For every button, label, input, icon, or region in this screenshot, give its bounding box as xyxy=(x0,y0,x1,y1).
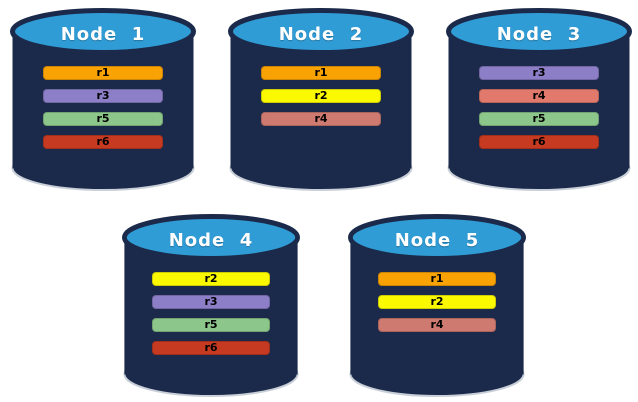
node-title: Node 4 xyxy=(168,230,254,251)
replica-bar: r2 xyxy=(261,89,381,103)
replica-label: r4 xyxy=(314,112,328,125)
cylinder-top xyxy=(348,214,526,261)
replica-label: r6 xyxy=(532,135,546,148)
replica-list: r3 r4 r5 r6 xyxy=(446,66,632,149)
node-title: Node 3 xyxy=(496,24,582,45)
replica-bar: r4 xyxy=(378,318,496,332)
replica-label: r5 xyxy=(204,318,218,331)
replica-list: r1 r2 r4 xyxy=(228,66,414,126)
cylinder-top xyxy=(228,8,414,55)
replica-bar: r5 xyxy=(152,318,270,332)
replica-bar: r6 xyxy=(152,341,270,355)
replica-bar: r3 xyxy=(152,295,270,309)
replica-bar: r5 xyxy=(43,112,163,126)
node-title: Node 2 xyxy=(278,24,364,45)
replica-label: r2 xyxy=(314,89,328,102)
replica-list: r2 r3 r5 r6 xyxy=(122,272,300,355)
replica-label: r6 xyxy=(96,135,110,148)
node-5: Node 5 r1 r2 r4 xyxy=(348,214,526,398)
node-1: Node 1 r1 r3 r5 r6 xyxy=(10,8,196,192)
replica-label: r2 xyxy=(204,272,218,285)
replica-list: r1 r3 r5 r6 xyxy=(10,66,196,149)
replica-bar: r4 xyxy=(261,112,381,126)
node-4: Node 4 r2 r3 r5 r6 xyxy=(122,214,300,398)
replica-bar: r5 xyxy=(479,112,599,126)
cylinder-top xyxy=(122,214,300,261)
replica-label: r6 xyxy=(204,341,218,354)
node-title: Node 5 xyxy=(394,230,480,251)
replica-label: r4 xyxy=(532,89,546,102)
node-2: Node 2 r1 r2 r4 xyxy=(228,8,414,192)
node-3: Node 3 r3 r4 r5 r6 xyxy=(446,8,632,192)
replica-label: r1 xyxy=(96,66,110,79)
replica-label: r3 xyxy=(96,89,110,102)
replica-label: r3 xyxy=(204,295,218,308)
replica-bar: r1 xyxy=(261,66,381,80)
replica-label: r3 xyxy=(532,66,546,79)
replica-bar: r6 xyxy=(479,135,599,149)
replica-bar: r1 xyxy=(378,272,496,286)
replica-bar: r6 xyxy=(43,135,163,149)
replica-bar: r2 xyxy=(152,272,270,286)
replica-bar: r3 xyxy=(43,89,163,103)
cylinder-top xyxy=(446,8,632,55)
node-title: Node 1 xyxy=(60,24,146,45)
replica-label: r1 xyxy=(430,272,444,285)
replica-bar: r2 xyxy=(378,295,496,309)
replica-bar: r3 xyxy=(479,66,599,80)
replica-label: r2 xyxy=(430,295,444,308)
replica-bar: r4 xyxy=(479,89,599,103)
replica-bar: r1 xyxy=(43,66,163,80)
replica-list: r1 r2 r4 xyxy=(348,272,526,332)
replica-label: r4 xyxy=(430,318,444,331)
replica-label: r5 xyxy=(96,112,110,125)
replica-label: r1 xyxy=(314,66,328,79)
replica-label: r5 xyxy=(532,112,546,125)
cylinder-top xyxy=(10,8,196,55)
